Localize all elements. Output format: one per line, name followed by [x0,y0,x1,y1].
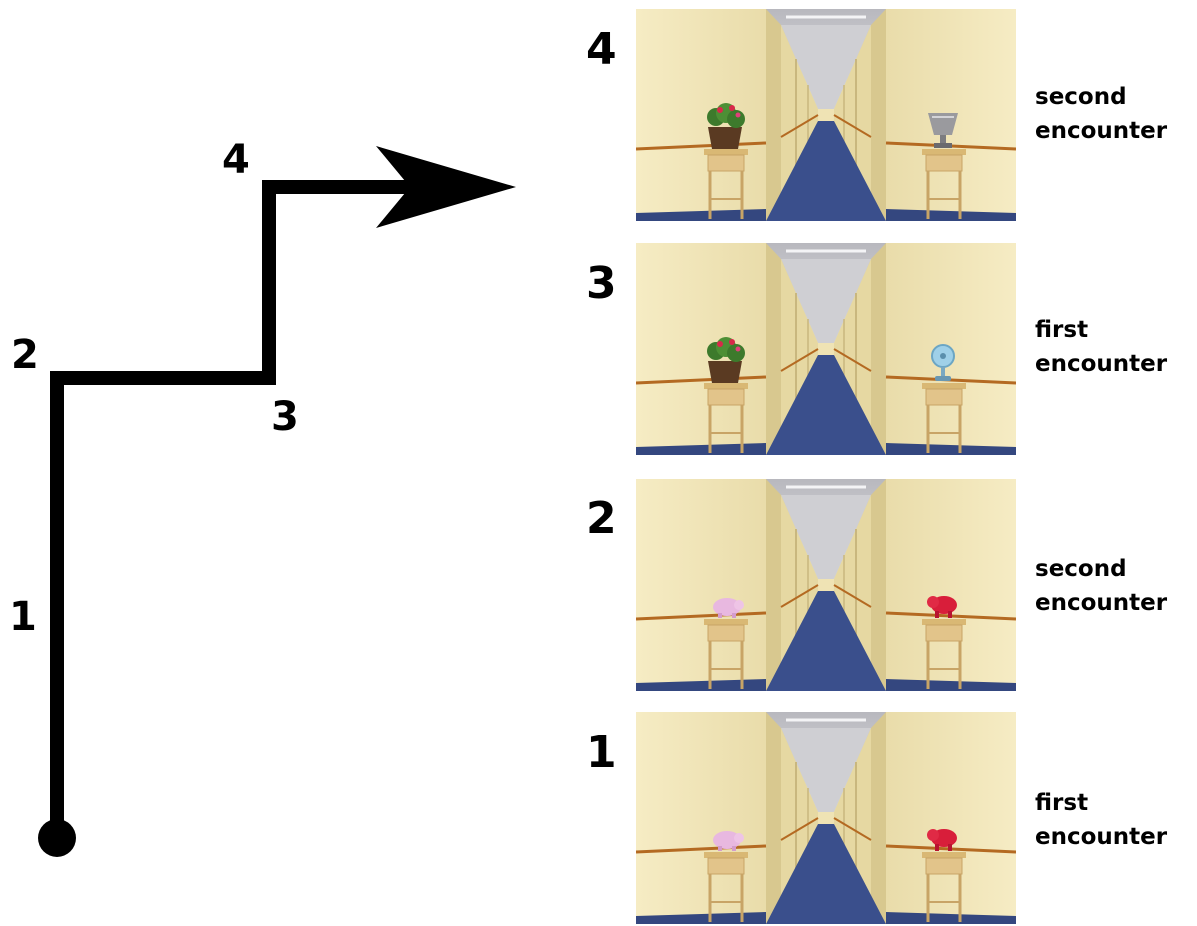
route-label-3: 3 [271,394,299,440]
piggy-bank-icon [713,831,744,851]
potted-plant-icon [707,337,745,383]
potted-plant-icon [707,103,745,149]
corridor-image-3 [636,243,1016,455]
caption-1: first encounter [1035,786,1167,854]
caption-2-line1: second [1035,556,1127,582]
caption-3-line1: first [1035,317,1089,343]
caption-4: second encounter [1035,80,1167,148]
route-path [50,180,410,838]
caption-2: second encounter [1035,552,1167,620]
caption-2-line2: encounter [1035,590,1168,616]
caption-3-line2: encounter [1035,351,1168,377]
route-label-4: 4 [222,137,250,183]
route-label-1: 1 [9,594,37,640]
caption-1-line1: first [1035,790,1089,816]
panel-number-1: 1 [586,727,617,778]
route-diagram: 1 2 3 4 [9,137,516,857]
desk-fan-icon [931,344,955,381]
panel-number-3: 3 [586,258,617,309]
route-arrowhead [376,146,516,228]
caption-3: first encounter [1035,313,1167,381]
corridor-image-4 [636,9,1016,221]
corridor-image-1 [636,712,1016,924]
caption-4-line2: encounter [1035,118,1168,144]
caption-4-line1: second [1035,84,1127,110]
toy-elephant-icon [927,829,957,851]
panel-number-4: 4 [586,24,617,75]
route-label-2: 2 [11,332,39,378]
corridor-image-2 [636,479,1016,691]
caption-1-line2: encounter [1035,824,1168,850]
trophy-cup-icon [928,113,958,148]
panel-number-2: 2 [586,493,617,544]
piggy-bank-icon [713,598,744,618]
toy-elephant-icon [927,596,957,618]
route-start-dot [38,819,76,857]
